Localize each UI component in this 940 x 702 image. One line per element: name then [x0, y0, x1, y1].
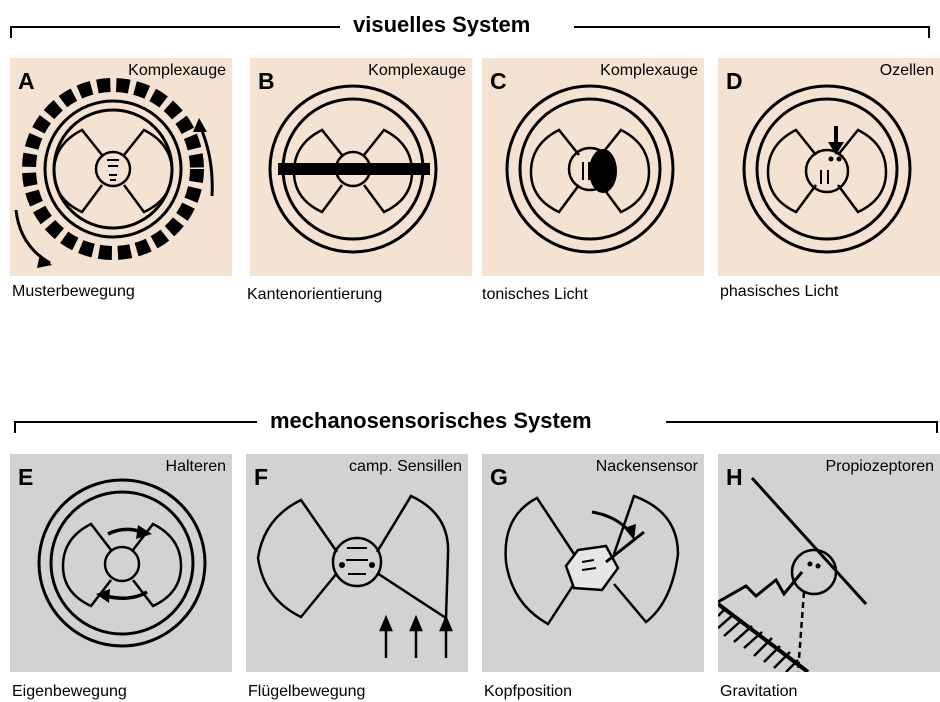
panel-f-letter: F: [254, 466, 268, 489]
panel-h-gravitation: H Propiozeptoren: [718, 454, 940, 672]
panel-e-sensor-label: Halteren: [166, 459, 226, 475]
panel-b-letter: B: [258, 70, 275, 93]
mechanosensory-system-title: mechanosensorisches System: [270, 410, 592, 432]
panel-d-phasic-light: D Ozellen: [718, 58, 940, 276]
panel-g-caption: Kopfposition: [484, 684, 572, 700]
panel-a-caption: Musterbewegung: [12, 284, 135, 300]
panel-d-letter: D: [726, 70, 743, 93]
panel-a-sensor-label: Komplexauge: [128, 63, 226, 79]
panel-e-self-motion: E Halteren: [10, 454, 232, 672]
panel-e-letter: E: [18, 466, 33, 489]
panel-b-caption: Kantenorientierung: [247, 287, 382, 303]
fly-ocelli-light-illustration: [718, 58, 940, 276]
fly-halteres-rotation-illustration: [10, 454, 232, 672]
fly-edge-bar-illustration: [250, 58, 472, 276]
fly-neck-sensor-illustration: [482, 454, 704, 672]
panel-a-letter: A: [18, 70, 35, 93]
panel-d-caption: phasisches Licht: [720, 284, 838, 300]
panel-g-letter: G: [490, 466, 508, 489]
visual-system-title: visuelles System: [353, 14, 530, 36]
panel-c-letter: C: [490, 70, 507, 93]
panel-g-sensor-label: Nackensensor: [596, 459, 698, 475]
fly-pattern-drum-illustration: [10, 58, 232, 276]
panel-c-sensor-label: Komplexauge: [600, 63, 698, 79]
panel-d-sensor-label: Ozellen: [880, 63, 934, 79]
fly-tonic-light-illustration: [482, 58, 704, 276]
fly-wing-sensilla-illustration: [246, 454, 468, 672]
panel-c-caption: tonisches Licht: [482, 287, 588, 303]
panel-f-sensor-label: camp. Sensillen: [349, 459, 462, 475]
panel-h-caption: Gravitation: [720, 684, 797, 700]
panel-h-letter: H: [726, 466, 743, 489]
panel-g-head-position: G Nackensensor: [482, 454, 704, 672]
panel-c-tonic-light: C Komplexauge: [482, 58, 704, 276]
panel-a-pattern-motion: A Komplexauge: [10, 58, 232, 276]
panel-b-sensor-label: Komplexauge: [368, 63, 466, 79]
panel-e-caption: Eigenbewegung: [12, 684, 127, 700]
panel-f-wing-motion: F camp. Sensillen: [246, 454, 468, 672]
panel-h-sensor-label: Propiozeptoren: [825, 459, 934, 475]
fly-proprioceptor-slope-illustration: [718, 454, 940, 672]
panel-f-caption: Flügelbewegung: [248, 684, 365, 700]
panel-b-edge-orientation: B Komplexauge: [250, 58, 472, 276]
